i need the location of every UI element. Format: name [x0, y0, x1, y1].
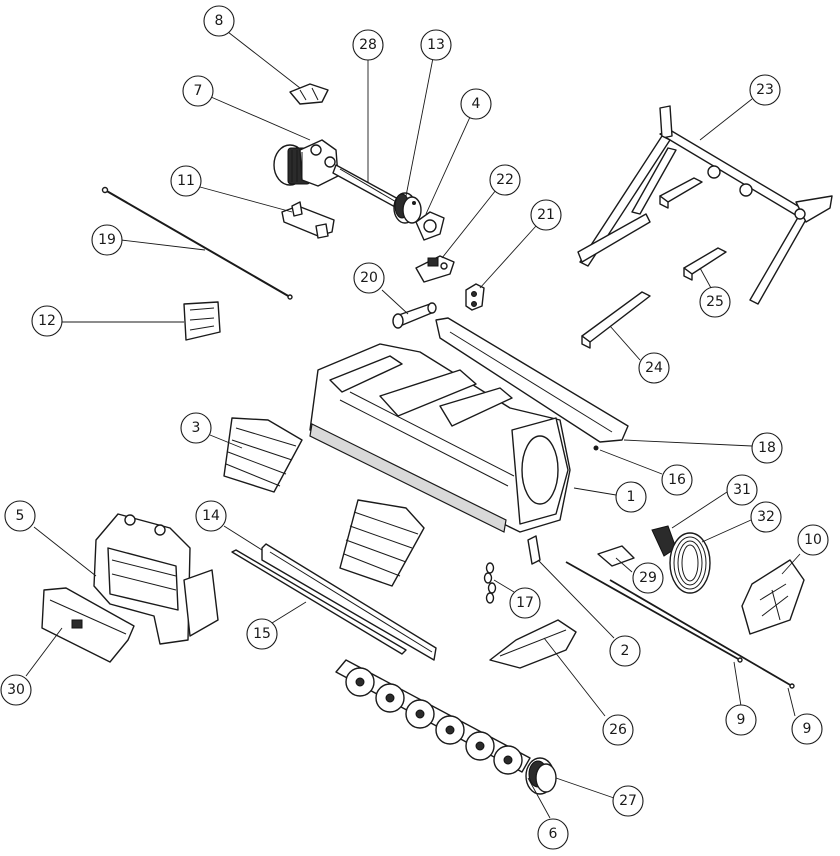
callout-19: 19 [91, 224, 123, 256]
part-long-rod [101, 186, 293, 300]
svg-text:1: 1 [627, 489, 636, 505]
callout-1: 1 [615, 481, 647, 513]
callout-17: 17 [509, 587, 541, 619]
callout-24: 24 [638, 352, 670, 384]
svg-text:11: 11 [177, 173, 195, 189]
svg-text:29: 29 [639, 570, 657, 586]
part-deflector [41, 587, 135, 663]
svg-text:17: 17 [516, 595, 534, 611]
part-rear-flap [435, 317, 629, 451]
part-gearbox-bracket [281, 201, 335, 239]
callout-3: 3 [180, 412, 212, 444]
callout-6: 6 [537, 818, 569, 850]
svg-text:5: 5 [16, 508, 25, 524]
part-small-plate [527, 535, 541, 565]
svg-text:25: 25 [706, 294, 724, 310]
part-rods [565, 561, 795, 689]
svg-text:7: 7 [194, 83, 203, 99]
part-main-housing [309, 343, 571, 533]
callout-30: 30 [0, 674, 32, 706]
svg-text:15: 15 [253, 626, 271, 642]
callout-13: 13 [420, 29, 452, 61]
part-skid-shoe [489, 619, 577, 669]
svg-text:31: 31 [733, 482, 751, 498]
part-side-cover [741, 559, 805, 635]
callout-31: 31 [726, 474, 758, 506]
part-hydraulic-pin [392, 302, 437, 329]
svg-text:4: 4 [472, 96, 481, 112]
callout-23: 23 [749, 74, 781, 106]
svg-text:8: 8 [215, 13, 224, 29]
callout-32: 32 [750, 501, 782, 533]
part-drive-shaft [332, 164, 401, 209]
svg-text:32: 32 [757, 509, 775, 525]
svg-text:22: 22 [496, 172, 514, 188]
part-bracket-clip [289, 83, 329, 105]
callout-22: 22 [489, 164, 521, 196]
callout-9a: 9 [725, 704, 757, 736]
svg-text:16: 16 [668, 472, 686, 488]
callout-12: 12 [31, 305, 63, 337]
callout-29: 29 [632, 562, 664, 594]
leader-lines [25, 31, 801, 819]
callout-7: 7 [182, 75, 214, 107]
callout-5: 5 [4, 500, 36, 532]
part-headstock [93, 513, 219, 645]
svg-text:18: 18 [758, 440, 776, 456]
part-guard-plate [597, 545, 635, 567]
callout-11: 11 [170, 165, 202, 197]
svg-text:19: 19 [98, 232, 116, 248]
part-side-bracket [183, 301, 221, 341]
svg-text:27: 27 [619, 793, 637, 809]
part-small-bracket [465, 283, 485, 311]
callout-28: 28 [352, 29, 384, 61]
callout-18: 18 [751, 432, 783, 464]
callout-27: 27 [612, 785, 644, 817]
part-rotor [335, 659, 531, 775]
part-rear-shield [223, 417, 303, 493]
callout-9b: 9 [791, 713, 823, 745]
callout-20: 20 [353, 262, 385, 294]
svg-text:21: 21 [537, 207, 555, 223]
callout-21: 21 [530, 199, 562, 231]
part-bearing-flange [412, 201, 445, 241]
part-frame-bar [581, 291, 651, 349]
part-mid-shield [339, 499, 425, 587]
svg-text:3: 3 [192, 420, 201, 436]
callout-16: 16 [661, 464, 693, 496]
svg-text:23: 23 [756, 82, 774, 98]
svg-text:9: 9 [803, 721, 812, 737]
part-frame-tube [659, 177, 727, 281]
svg-text:6: 6 [549, 826, 558, 842]
callout-26: 26 [602, 714, 634, 746]
callouts: 8 28 13 7 4 23 22 11 21 19 20 12 25 24 3… [0, 5, 829, 850]
callout-15: 15 [246, 618, 278, 650]
svg-text:10: 10 [804, 532, 822, 548]
callout-8: 8 [203, 5, 235, 37]
svg-text:24: 24 [645, 360, 663, 376]
svg-text:13: 13 [427, 37, 445, 53]
part-rotor-pulley [525, 757, 557, 795]
part-gearbox [273, 139, 339, 187]
part-three-point-frame [577, 105, 833, 305]
callout-2: 2 [609, 635, 641, 667]
svg-text:26: 26 [609, 722, 627, 738]
part-skid-plate [231, 543, 437, 661]
part-belt [651, 525, 711, 594]
svg-text:12: 12 [38, 313, 56, 329]
svg-text:30: 30 [7, 682, 25, 698]
svg-text:2: 2 [621, 643, 630, 659]
svg-text:28: 28 [359, 37, 377, 53]
svg-text:14: 14 [202, 508, 220, 524]
part-chain [483, 562, 497, 604]
svg-text:9: 9 [737, 712, 746, 728]
callout-14: 14 [195, 500, 227, 532]
part-mount-bracket [415, 255, 455, 283]
callout-25: 25 [699, 286, 731, 318]
callout-4: 4 [460, 88, 492, 120]
callout-10: 10 [797, 524, 829, 556]
svg-text:20: 20 [360, 270, 378, 286]
part-pulley [393, 192, 422, 224]
